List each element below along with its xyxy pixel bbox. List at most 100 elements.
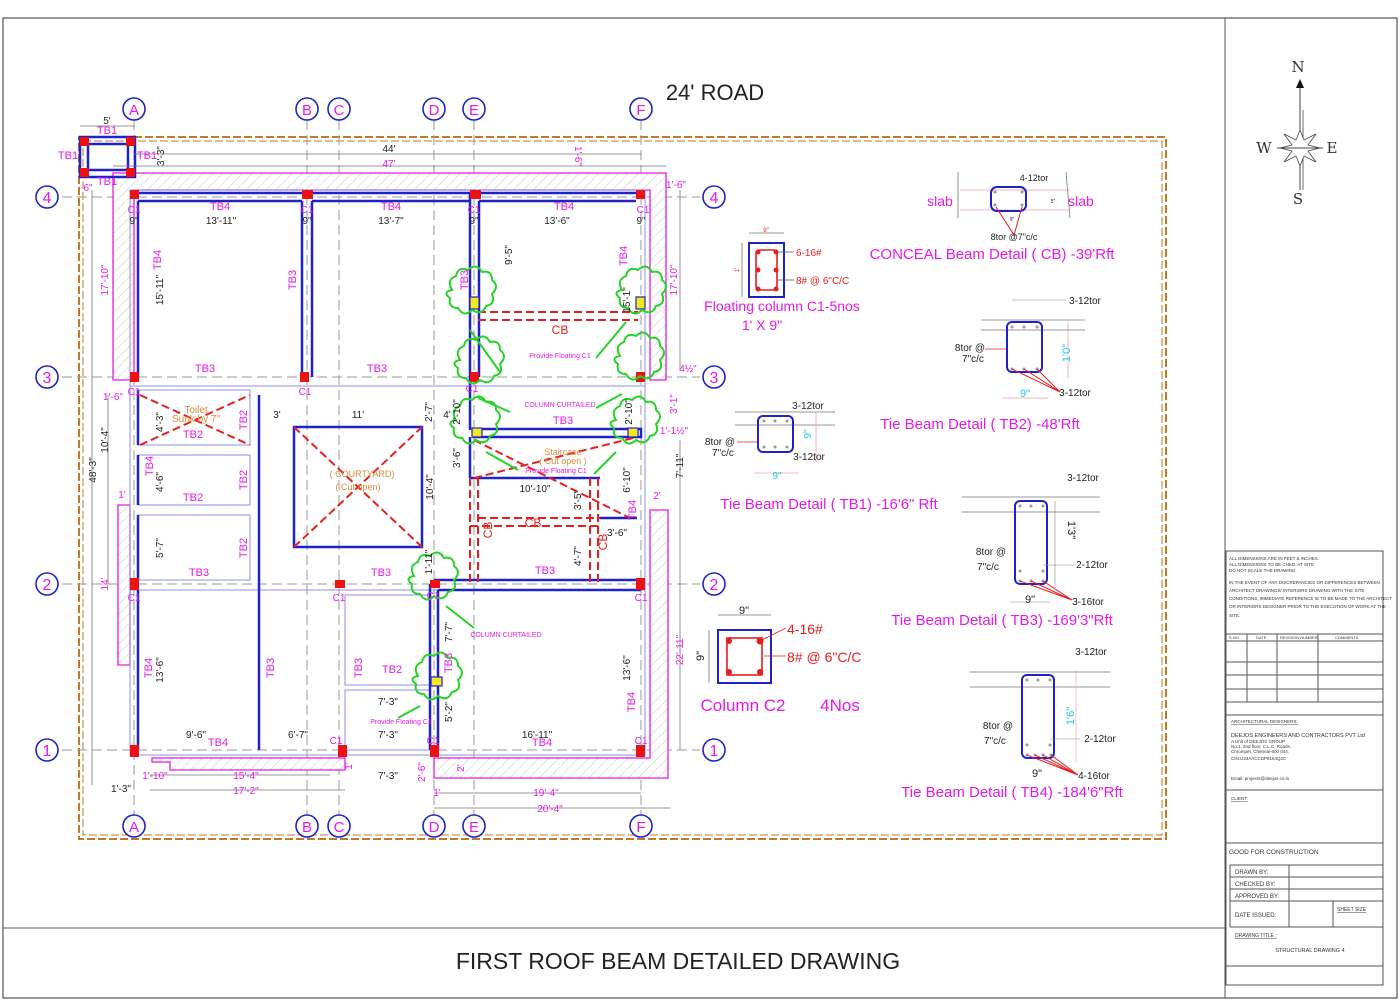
beam-label: TB2 [183,429,203,441]
beam-label: TB2 [183,492,203,504]
site-boundary [78,136,1167,840]
note-line: ALL DIMENSIONS ARE IN FEET & INCHES. [1229,556,1319,561]
note-line: ARCHITECT DRAWINGS/ INTERIORS DRAWING WI… [1229,588,1365,593]
dimension: 6'-7" [288,730,308,741]
dimension: 47' [382,159,395,170]
dimension: 4'-3" [155,412,166,432]
dimension: 7'-11" [675,453,686,478]
conceal-beam-width: 9" [1010,217,1015,223]
compass-s: S [1293,190,1303,208]
dimension: 15'-11" [155,274,166,305]
grid-bubble-a: A [129,102,139,119]
dimension: 16'-11" [522,730,553,741]
grid-bubble-c: C [334,102,345,119]
tb4-detail: 3-12tor 2-12tor 4-16tor 8tor @ 7"c/c 1'6… [901,647,1123,801]
column-c2-depth: 9" [695,651,707,661]
rev-header: COMMENTS [1335,635,1359,640]
dimension: 1' [118,490,126,501]
dimension: 5'-7" [155,538,166,558]
floating-note: Provide Floating C1 [525,468,587,475]
dimension: 9" [302,216,312,227]
dimension: 4'-7" [573,546,584,566]
grid-bubbles-top: A B C D E F [122,97,653,121]
beam-label-cb: CB [552,323,569,337]
beam-label: TB4 [152,250,164,270]
dimension: 7'-7" [444,622,455,642]
floating-note: Provide Floating C1 [529,353,591,360]
beam-label: TB3 [189,567,209,579]
grid-bubble-1-right: 1 [710,743,719,760]
conceal-beam-detail: 4-12tor 9" 5" 8tor @7"c/c slab slab CONC… [870,171,1115,263]
beam-labels: TB1 TB1 TB1 TB1 TB4 TB4 TB4 TB4 TB3 TB3 … [58,125,639,749]
beam-label-cb: CB [525,516,542,530]
conceal-beams [139,311,638,584]
walls-hatched [112,172,669,779]
tb4-depth: 1'6" [1065,707,1077,725]
tb4-width: 9" [1032,768,1042,780]
beam-label: TB3 [265,658,277,678]
tb1-top-bars: 3-12tor [792,401,824,412]
courtyard-cut-note: ( Cut open) [335,482,380,492]
dimension: 1'-6" [103,392,123,403]
approved-by-label: APPROVED BY: [1235,894,1280,900]
courtyard-note: ( COURTYARD) [330,469,395,479]
beam-label: TB1 [58,150,78,162]
beam-label: TB4 [532,737,552,749]
compass-n: N [1291,58,1304,76]
grid-bubbles-right: 4 3 2 1 [702,185,726,762]
tb2-stirrup-2: 7"c/c [962,354,984,365]
dimension: 44' [382,144,395,155]
north-arrow-icon [1296,79,1304,88]
dimension: 15'-1" [622,287,633,313]
grid-bubble-f: F [636,102,645,119]
dimension: 19'-4" [533,788,559,799]
dimension: 13'-6" [155,657,166,683]
tb3-width: 9" [1025,594,1035,606]
client-label: CLIENT: [1231,796,1248,801]
dimension: 1'-6" [572,146,583,166]
drawn-by-label: DRAWN BY: [1235,870,1269,876]
address-line: CIN:U33AACCDP6164Q2C [1231,756,1287,761]
tb3-depth: 1'3" [1065,521,1077,539]
dimension: 48'-3" [88,457,99,483]
tb3-stirrup-2: 7"c/c [977,562,999,573]
tb3-top-bars: 3-12tor [1067,473,1099,484]
dimension: 7'-3" [378,697,398,708]
sheet-border [2,17,1398,999]
beam-label: TB3 [353,658,365,678]
dimension: 4½" [679,364,697,375]
staircase-note: Staircase [544,447,582,457]
grid-bubbles-bottom: A B C D E F [122,814,653,838]
dimension: 7'-3" [378,771,398,782]
arch-label: ARCHITECTURAL DESIGNERS: [1231,719,1298,724]
slab-label-left: slab [927,193,953,209]
status-label: GOOD FOR CONSTRUCTION [1229,849,1319,856]
column-label: C1 [301,205,314,216]
beam-label-cb: CB [596,534,610,551]
column-c2-detail: 9" 9" 4-16# 8# @ 6"C/C Column C2 4Nos [695,605,861,715]
dimension: 13'-7" [378,216,404,227]
grid-bubble-4: 4 [43,190,52,207]
site-boundary-inner [82,140,1163,836]
column-label: C1 [427,736,440,747]
dimension: 2' [653,491,661,502]
dimension: 14' [100,577,111,590]
column-label: C1 [637,205,650,216]
beam-label: TB3 [371,567,391,579]
tb3-detail: 3-12tor 2-12tor 3-16tor 8tor @ 7"c/c 1'3… [891,473,1113,629]
compass-w: W [1256,139,1272,157]
column-c2-ties: 8# @ 6"C/C [787,649,861,665]
dimension: 1'-10" [142,771,168,782]
checked-by-label: CHECKED BY: [1235,882,1276,888]
revision-clouds [397,265,667,719]
address-line: Chrompet, Chennai-600 044. [1231,749,1289,754]
beam-label: TB4 [627,500,639,520]
dimension: 2'-7" [424,402,435,422]
rev-header: S.NO [1229,635,1239,640]
tb3-title: Tie Beam Detail ( TB3) -169'3"Rft [891,612,1113,629]
floating-columns [430,296,646,687]
tb1-bottom-bars: 3-12tor [793,452,825,463]
tb2-bottom-bars: 3-12tor [1059,388,1091,399]
floating-note: Provide Floating C1 [370,719,432,726]
staircase-cut-note: ( Cut open ) [539,456,587,466]
